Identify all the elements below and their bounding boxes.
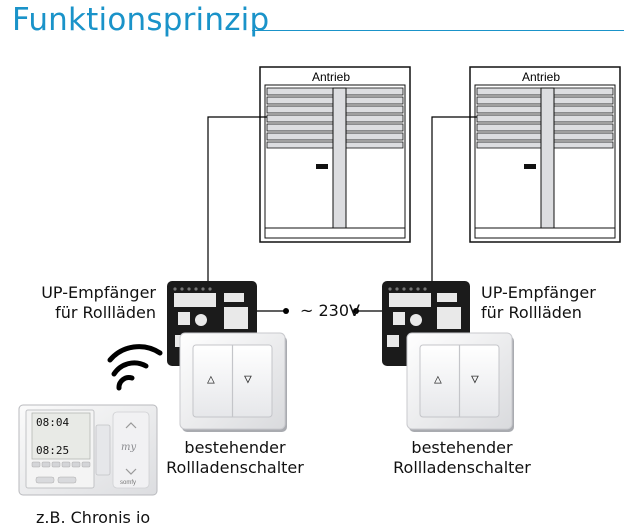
title-underline xyxy=(252,30,624,31)
wiring xyxy=(207,116,477,312)
remote-my-button: my xyxy=(121,442,137,453)
wall-switch-2 xyxy=(406,332,514,432)
window-handle-2 xyxy=(524,164,536,169)
switch-label-1: bestehender Rollladenschalter xyxy=(166,438,304,477)
switch-label-2: bestehender Rollladenschalter xyxy=(393,438,531,477)
receiver-label-1: UP-Empfänger für Rollläden xyxy=(41,283,156,322)
remote-time-bottom: 08:25 xyxy=(36,444,70,457)
timer-remote xyxy=(18,404,158,496)
switch-1-up-icon: △ xyxy=(207,372,215,387)
radio-waves-icon xyxy=(107,344,163,391)
remote-brand: somfy xyxy=(120,480,137,486)
window-2 xyxy=(469,66,621,243)
remote-caption: z.B. Chronis io xyxy=(36,508,151,527)
window-handle-1 xyxy=(316,164,328,169)
drive-label-2: Antrieb xyxy=(522,70,561,84)
remote-time-top: 08:04 xyxy=(36,416,70,429)
drive-label-1: Antrieb xyxy=(312,70,351,84)
wall-switch-1 xyxy=(179,332,287,432)
switch-2-up-icon: △ xyxy=(434,372,442,387)
page-title: Funktionsprinzip xyxy=(12,2,270,38)
receiver-label-2: UP-Empfänger für Rollläden xyxy=(481,283,596,322)
power-label: ~ 230V xyxy=(300,301,360,320)
window-1 xyxy=(259,66,411,243)
power-terminal-left xyxy=(283,308,289,314)
remote-display xyxy=(31,412,91,460)
switch-1-down-icon: ▽ xyxy=(244,372,252,387)
switch-2-down-icon: ▽ xyxy=(471,372,479,387)
power-terminal-right xyxy=(353,308,359,314)
